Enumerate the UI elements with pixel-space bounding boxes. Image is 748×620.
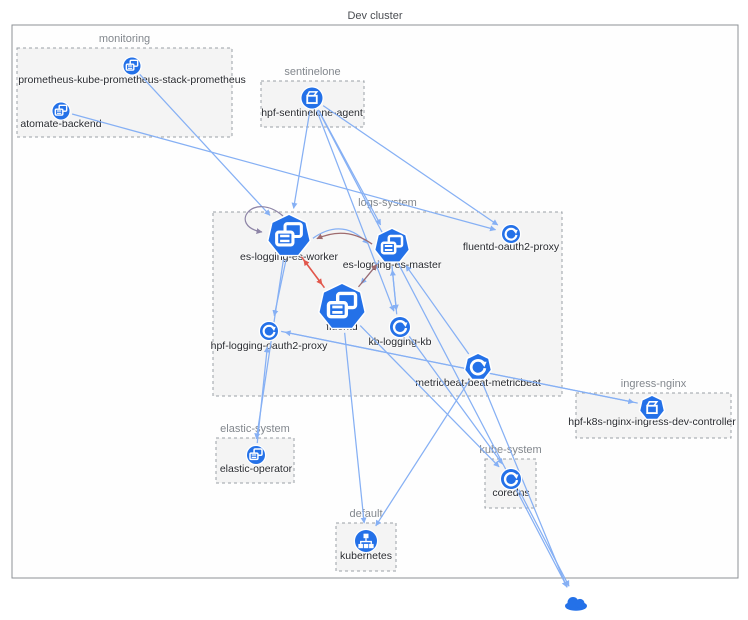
deployment-cycle-icon <box>262 324 276 338</box>
deployment-cycle-icon <box>504 227 518 241</box>
edge-atomate-to-fproxy <box>71 113 497 232</box>
deployment-cycle-icon <box>392 320 408 335</box>
node-label-worker: es-logging-es-worker <box>239 251 339 263</box>
edge-master-to-worker <box>316 232 373 245</box>
node-nginx[interactable] <box>638 394 666 421</box>
edge-metricbeat-to-cloud <box>481 382 568 588</box>
edge-agent-to-cloud <box>317 109 568 588</box>
edge-fluentd-to-coredns <box>359 325 500 468</box>
circle-shape <box>300 86 324 110</box>
internet-cloud-icon[interactable] <box>565 597 587 611</box>
node-worker[interactable] <box>267 213 311 257</box>
namespace-label-sentinelone: sentinelone <box>284 66 341 78</box>
edge-operator-to-lproxy <box>256 346 270 444</box>
workload-stack-icon <box>54 104 68 116</box>
node-kb[interactable] <box>388 315 412 339</box>
node-label-operator: elastic-operator <box>219 463 293 475</box>
edge-prometheus-to-worker <box>139 74 271 216</box>
box-icon <box>646 401 659 414</box>
node-label-fproxy: fluentd-oauth2-proxy <box>462 241 560 253</box>
service-sitemap-icon <box>358 533 374 549</box>
workload-stack-icon <box>125 59 139 71</box>
edge-coredns-to-cloud <box>518 489 570 587</box>
edge-fluentd-to-kubernetes <box>344 332 367 524</box>
deployment-cycle-icon <box>503 472 519 487</box>
edge-fluentd-to-master <box>357 264 378 288</box>
edge-worker-self-loop <box>244 206 284 235</box>
edge-agent-to-fproxy <box>322 105 499 226</box>
deployment-cycle-icon <box>469 359 487 376</box>
node-label-nginx: hpf-k8s-nginx-ingress-dev-controller <box>568 416 736 428</box>
edge-master-to-kb <box>391 266 399 311</box>
node-label-prometheus: prometheus-kube-prometheus-stack-prometh… <box>18 74 246 86</box>
node-atomate[interactable] <box>51 101 71 121</box>
node-prometheus[interactable] <box>122 56 142 76</box>
heptagon-shape <box>638 394 666 421</box>
node-label-master: es-logging-es-master <box>342 259 442 271</box>
node-fproxy[interactable] <box>500 223 522 245</box>
node-cloud[interactable] <box>565 597 587 611</box>
edge-nginx-to-lproxy <box>284 330 638 404</box>
workload-stack-icon <box>326 291 358 319</box>
namespace-label-monitoring: monitoring <box>98 33 151 45</box>
namespace-label-ingress-nginx: ingress-nginx <box>620 378 687 390</box>
node-metricbeat[interactable] <box>463 352 493 381</box>
edge-metricbeat-to-master <box>405 265 470 355</box>
node-fluentd[interactable] <box>318 282 366 330</box>
namespace-label-elastic-system: elastic-system <box>220 423 290 435</box>
node-kubernetes[interactable] <box>353 528 379 554</box>
node-operator[interactable] <box>245 444 267 466</box>
node-coredns[interactable] <box>499 467 523 491</box>
edge-metricbeat-to-kubernetes <box>375 380 470 527</box>
workload-stack-icon <box>275 222 303 247</box>
edge-kb-to-coredns <box>408 335 504 465</box>
namespace-label-default: default <box>349 508 383 520</box>
namespace-label-logs-system: logs-system <box>358 197 417 209</box>
node-agent[interactable] <box>300 86 324 110</box>
node-label-lproxy: hpf-logging-oauth2-proxy <box>210 340 328 352</box>
node-master[interactable] <box>373 227 411 263</box>
node-label-kubernetes: kubernetes <box>340 550 392 562</box>
workload-stack-icon <box>249 448 263 461</box>
node-label-atomate: atomate-backend <box>20 118 102 130</box>
node-label-metricbeat: metricbeat-beat-metricbeat <box>415 377 541 389</box>
node-lproxy[interactable] <box>258 320 280 342</box>
cluster-title: Dev cluster <box>347 10 403 22</box>
workload-stack-icon <box>380 234 404 255</box>
edge-agent-to-kb <box>316 110 395 312</box>
box-icon <box>306 91 319 104</box>
edge-worker-to-fluentd <box>300 256 323 285</box>
edge-agent-to-worker <box>291 111 311 209</box>
